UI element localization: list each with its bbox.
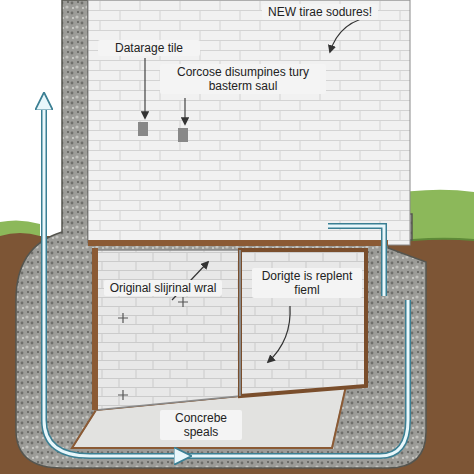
part-label: Datarage tile <box>98 40 200 56</box>
part-label: Dorigte is replent fieml <box>252 268 362 298</box>
part-label: NEW tirae sodures! <box>262 4 378 20</box>
part-label: Corcose disumpines tury basterm saul <box>160 64 326 94</box>
part-label: Concrebe speals <box>160 410 242 440</box>
part-label: Original slijrinal wral <box>104 280 222 296</box>
